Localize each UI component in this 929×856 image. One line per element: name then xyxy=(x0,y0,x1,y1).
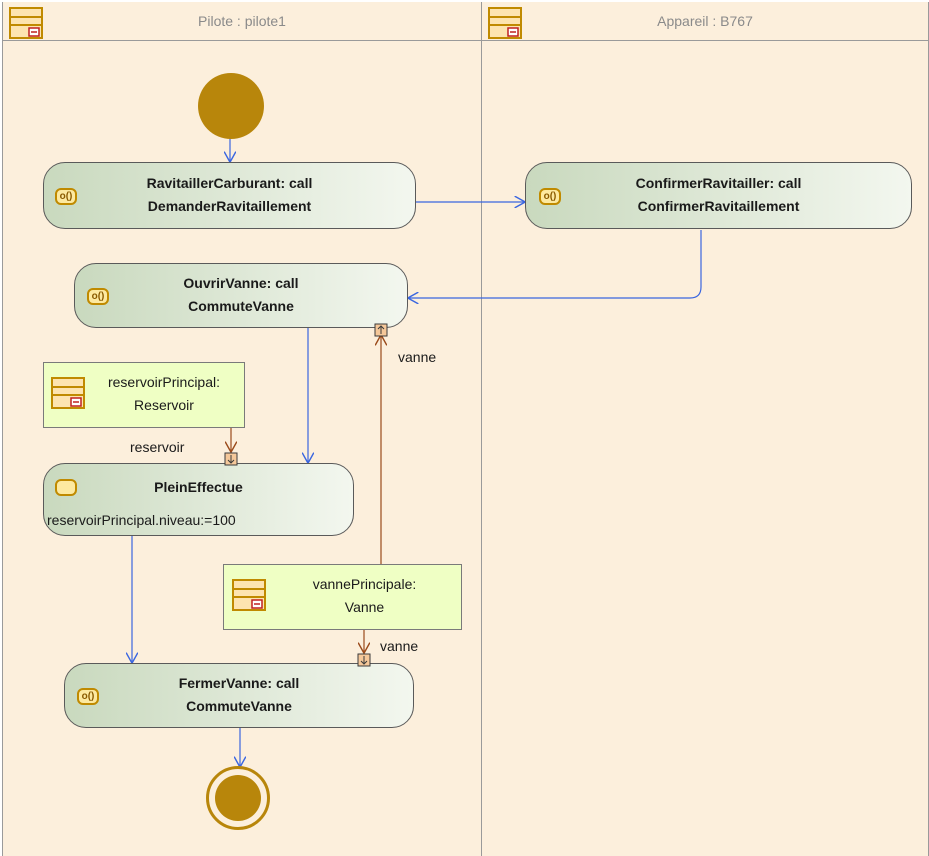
class-icon xyxy=(232,579,266,611)
object-name: reservoirPrincipal: xyxy=(107,374,221,390)
input-pin-vanne[interactable] xyxy=(357,653,371,667)
action-ravitailler-carburant[interactable]: o() RavitaillerCarburant: call DemanderR… xyxy=(43,162,416,229)
action-effect: reservoirPrincipal.niveau:=100 xyxy=(47,512,236,528)
pin-label-vanne-out: vanne xyxy=(398,349,437,365)
pin-label-reservoir: reservoir xyxy=(130,439,185,455)
action-name: ConfirmerRavitailler: call xyxy=(635,175,802,191)
action-name: PleinEffectue xyxy=(154,479,243,495)
action-operation: CommuteVanne xyxy=(188,298,294,314)
action-fermer-vanne[interactable]: o() FermerVanne: call CommuteVanne xyxy=(64,663,414,728)
action-name: OuvrirVanne: call xyxy=(183,275,299,291)
object-type: Vanne xyxy=(344,599,385,615)
lane-title: Appareil : B767 xyxy=(657,13,753,29)
swimlane-header-pilote: Pilote : pilote1 xyxy=(3,2,481,41)
action-icon xyxy=(55,479,77,496)
class-icon xyxy=(9,7,43,39)
call-operation-icon: o() xyxy=(539,188,561,205)
object-type: Reservoir xyxy=(134,397,194,413)
action-plein-effectue[interactable]: PleinEffectue reservoirPrincipal.niveau:… xyxy=(43,463,354,536)
object-node-reservoir[interactable]: reservoirPrincipal: Reservoir xyxy=(43,362,245,428)
action-ouvrir-vanne[interactable]: o() OuvrirVanne: call CommuteVanne xyxy=(74,263,408,328)
call-operation-icon: o() xyxy=(55,188,77,205)
output-pin-vanne[interactable] xyxy=(374,323,388,337)
action-operation: DemanderRavitaillement xyxy=(147,198,312,214)
action-operation: CommuteVanne xyxy=(186,698,292,714)
action-name: FermerVanne: call xyxy=(178,675,300,691)
call-operation-icon: o() xyxy=(87,288,109,305)
activity-final-node[interactable] xyxy=(206,766,270,830)
action-operation: ConfirmerRavitaillement xyxy=(637,198,800,214)
initial-node[interactable] xyxy=(198,73,264,139)
pin-label-vanne-in: vanne xyxy=(380,638,419,654)
object-node-vanne[interactable]: vannePrincipale: Vanne xyxy=(223,564,462,630)
action-name: RavitaillerCarburant: call xyxy=(146,175,313,191)
class-icon xyxy=(488,7,522,39)
flow-confirmer-to-ouvrir[interactable] xyxy=(409,230,702,298)
action-confirmer-ravitailler[interactable]: o() ConfirmerRavitailler: call Confirmer… xyxy=(525,162,912,229)
swimlane-appareil[interactable]: Appareil : B767 xyxy=(481,2,929,856)
swimlane-header-appareil: Appareil : B767 xyxy=(482,2,928,41)
lane-title: Pilote : pilote1 xyxy=(198,13,286,29)
class-icon xyxy=(51,377,85,409)
object-name: vannePrincipale: xyxy=(312,576,417,592)
call-operation-icon: o() xyxy=(77,688,99,705)
input-pin-reservoir[interactable] xyxy=(224,452,238,466)
